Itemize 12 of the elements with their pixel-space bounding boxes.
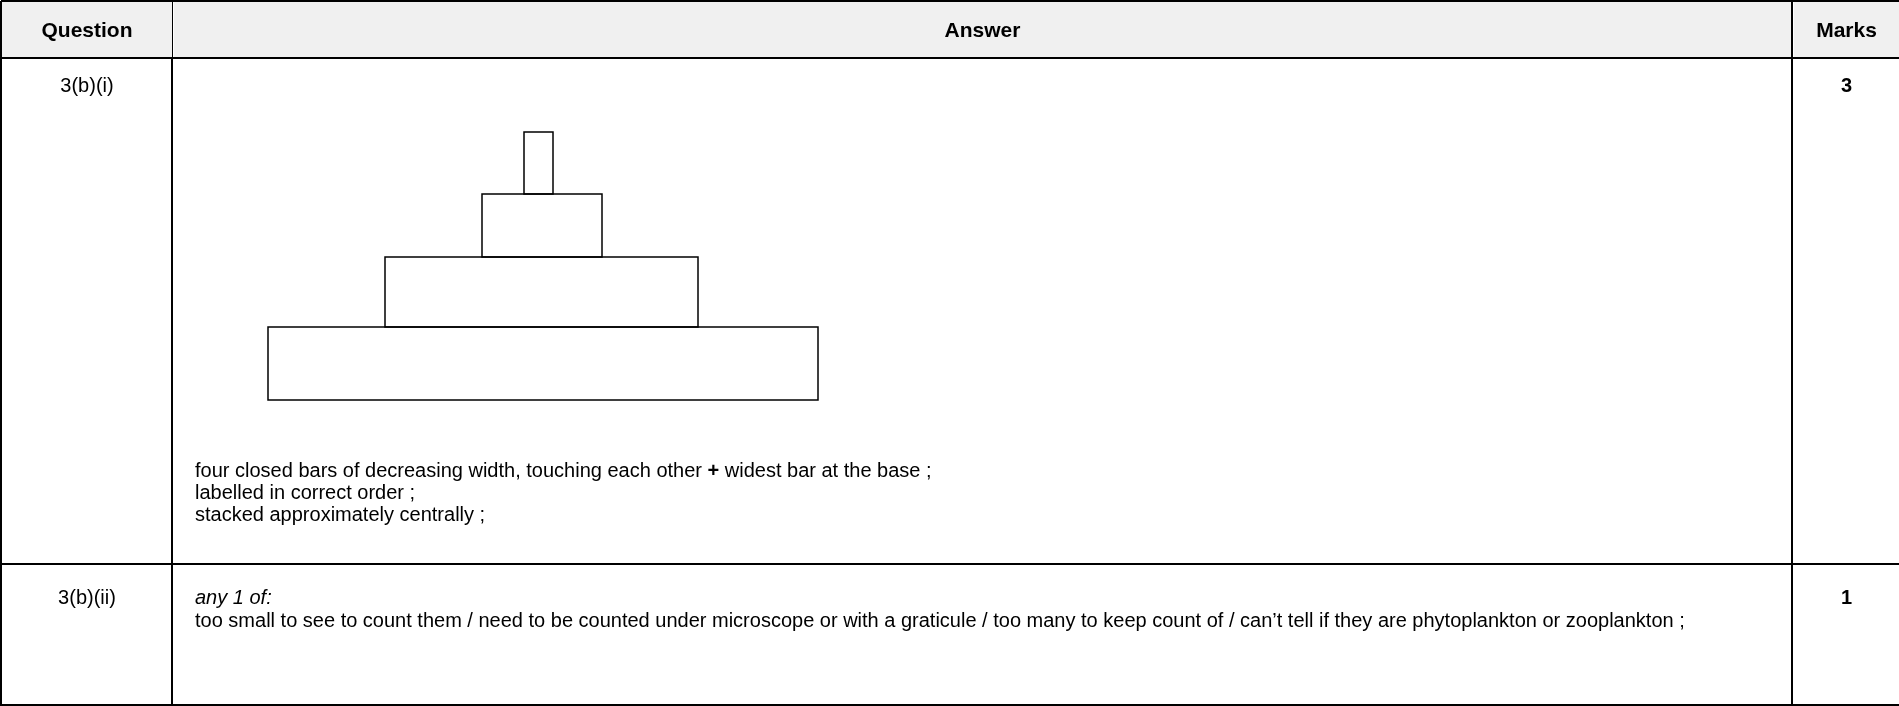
answer-text: four closed bars of decreasing width, touching each other + widest bar at the base ; bbox=[195, 459, 932, 481]
mark-value: 1 bbox=[1839, 586, 1854, 608]
column-header: Question bbox=[2, 2, 172, 57]
column-header: Marks bbox=[1794, 2, 1899, 57]
answer-note: any 1 of: bbox=[195, 586, 272, 608]
mark-value: 3 bbox=[1839, 74, 1854, 96]
question-number: 3(b)(ii) bbox=[57, 586, 117, 608]
answer-text: labelled in correct order ; bbox=[195, 481, 416, 503]
question-number: 3(b)(i) bbox=[59, 74, 115, 96]
column-header: Answer bbox=[174, 2, 1791, 57]
answer-text: stacked approximately centrally ; bbox=[195, 503, 486, 525]
answer-text: too small to see to count them / need to be counted under microscope or with a graticule / too many to keep count of / can’t tell if they are phytoplankton or zooplankton ; bbox=[195, 609, 1685, 631]
